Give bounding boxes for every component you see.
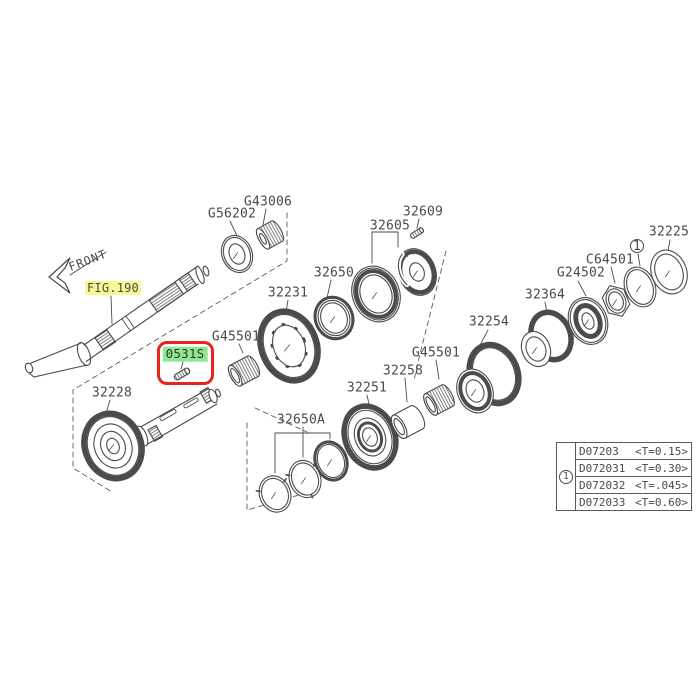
thickness-table-callout-cell: 1: [557, 443, 576, 510]
part-g45501b-drawing: [423, 384, 455, 416]
thickness-row: D072031 <T=0.30>: [576, 459, 691, 476]
thickness-table: 1 D07203 <T=0.15> D072031 <T=0.30> D072032 <T…: [556, 442, 692, 511]
label-s0531[interactable]: 0531S: [162, 346, 208, 362]
label-p32650a[interactable]: 32650A: [276, 412, 326, 428]
part-g43006-drawing: [255, 220, 285, 250]
label-c64501[interactable]: C64501: [585, 252, 635, 268]
label-p32254[interactable]: 32254: [468, 314, 510, 330]
label-g45501b[interactable]: G45501: [411, 345, 461, 361]
thickness-spec: <T=.045>: [635, 478, 688, 492]
front-arrow: [48, 251, 107, 294]
part-32231-drawing: [257, 308, 321, 384]
part-32251-drawing: [341, 403, 399, 471]
label-p32225[interactable]: 32225: [648, 224, 690, 240]
selected-part-outline: [157, 341, 214, 385]
label-callout1: 1: [630, 239, 644, 253]
thickness-spec: <T=0.60>: [635, 495, 688, 509]
label-g43006[interactable]: G43006: [243, 194, 293, 210]
part-32254-drawing: [456, 341, 522, 414]
label-g56202[interactable]: G56202: [207, 206, 257, 222]
part-32605-drawing: [351, 248, 437, 323]
label-p32231[interactable]: 32231: [267, 285, 309, 301]
label-g24502[interactable]: G24502: [556, 265, 606, 281]
label-p32228[interactable]: 32228: [91, 385, 133, 401]
thickness-spec: <T=0.30>: [635, 461, 688, 475]
part-32225-drawing: [650, 249, 688, 295]
label-p32258[interactable]: 32258: [382, 363, 424, 379]
part-32364-drawing: [520, 309, 574, 368]
part-32609-drawing: [409, 227, 425, 239]
thickness-spec: <T=0.15>: [635, 444, 688, 458]
label-p32364[interactable]: 32364: [524, 287, 566, 303]
thickness-row: D072033 <T=0.60>: [576, 493, 691, 510]
part-callout1-ring-drawing: [623, 266, 657, 308]
part-32650-drawing: [313, 295, 355, 341]
thickness-part-number: D072032: [579, 478, 626, 492]
label-p32251[interactable]: 32251: [346, 380, 388, 396]
label-p32609[interactable]: 32609: [402, 204, 444, 220]
part-g56202-drawing: [220, 234, 254, 274]
leader-lines: [94, 208, 671, 474]
fig190-shaft-drawing: [24, 265, 210, 378]
part-g45501a-drawing: [227, 355, 261, 387]
table-callout-circle: 1: [559, 469, 573, 484]
thickness-row: D072032 <T=.045>: [576, 476, 691, 493]
label-fig190[interactable]: FIG.190: [85, 281, 141, 295]
part-c64501-drawing: [601, 285, 631, 317]
label-p32605[interactable]: 32605: [369, 218, 411, 234]
thickness-part-number: D072031: [579, 461, 626, 475]
part-g24502-drawing: [567, 297, 609, 345]
thickness-part-number: D072033: [579, 495, 626, 509]
thickness-part-number: D07203: [579, 444, 619, 458]
part-32228-drawing: [81, 386, 221, 482]
part-32650a-drawing: [255, 440, 349, 513]
label-p32650[interactable]: 32650: [313, 265, 355, 281]
part-32258-drawing: [390, 405, 426, 440]
label-g45501a[interactable]: G45501: [211, 329, 261, 345]
dashed-boundary-lines: [72, 212, 447, 511]
thickness-row: D07203 <T=0.15>: [576, 443, 691, 459]
part-0531s-drawing: [173, 367, 191, 381]
